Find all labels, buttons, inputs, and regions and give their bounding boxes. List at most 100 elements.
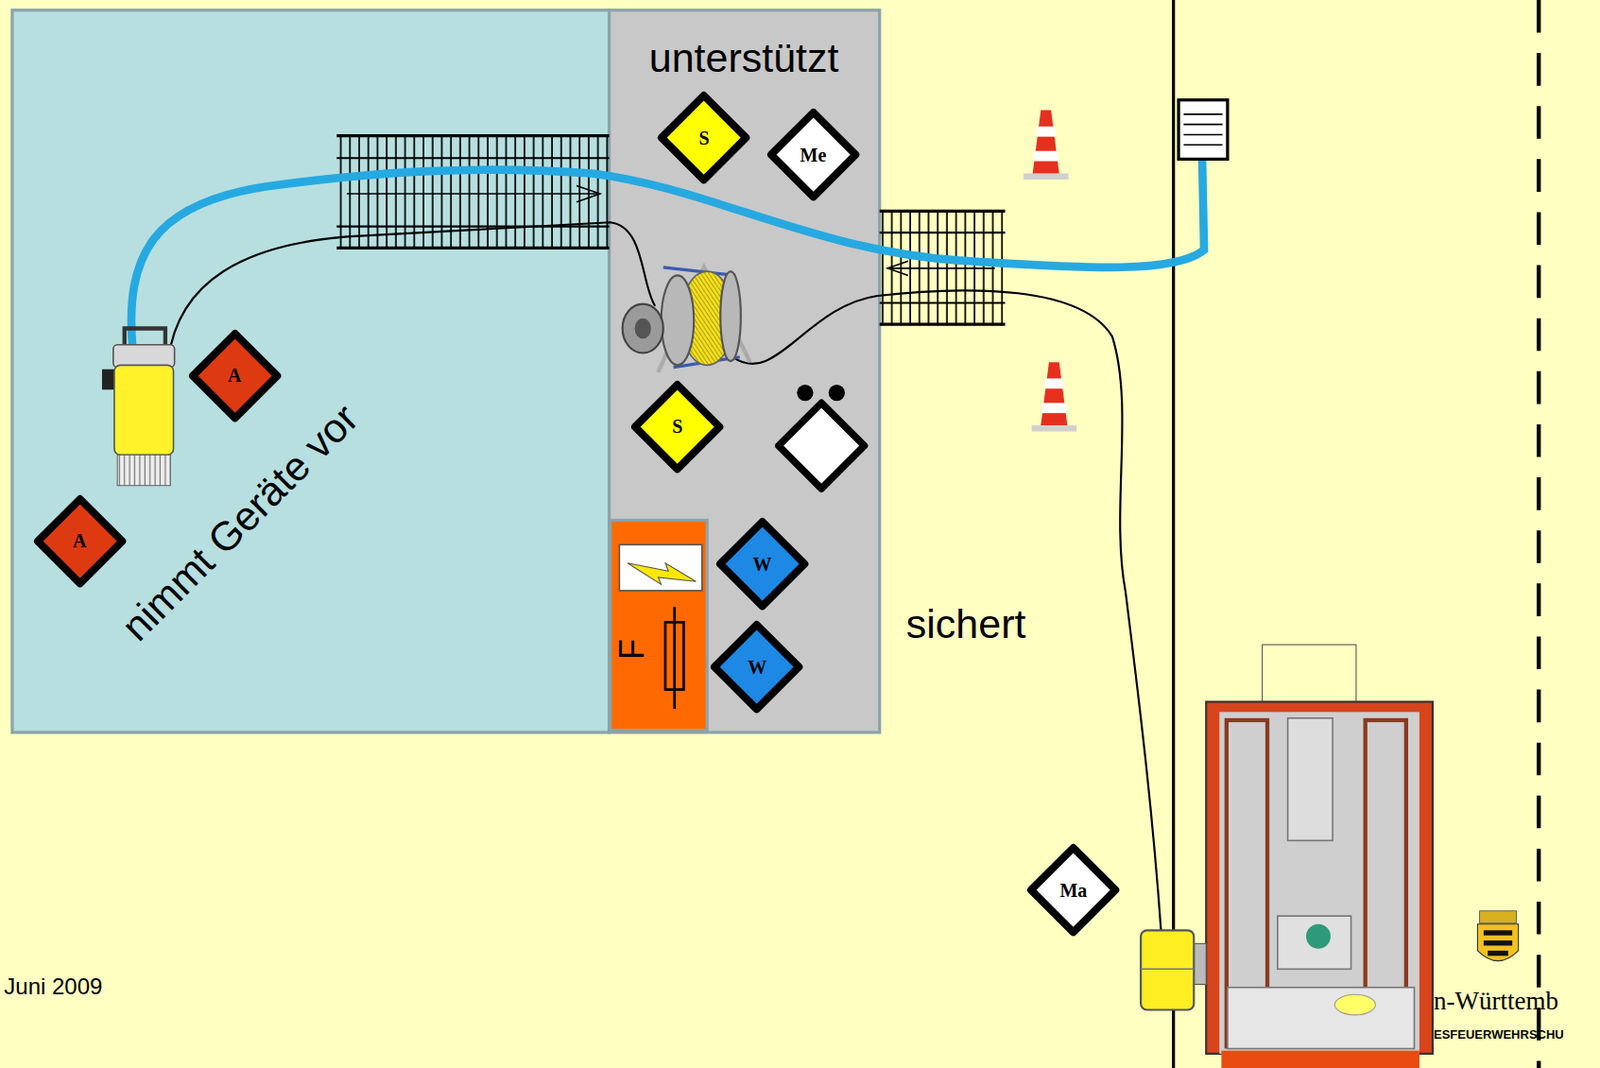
traffic-cone (1032, 110, 1060, 174)
coat-of-arms (1483, 929, 1513, 935)
generator (1140, 968, 1194, 971)
fire-truck (1205, 702, 1433, 1054)
role-diamond: Me (766, 107, 861, 202)
diamond-shape (661, 95, 746, 180)
ladder-bridge (879, 231, 1006, 234)
ground (12, 10, 610, 733)
role-diamond: Ma (1026, 843, 1120, 937)
submersible-pump (114, 364, 174, 455)
traffic-cone (1040, 361, 1067, 426)
traffic-cone (1023, 172, 1069, 179)
traffic-cone (1045, 378, 1064, 389)
cable-reel (720, 271, 741, 362)
fuse-symbol (665, 621, 684, 689)
hydrant (1178, 100, 1228, 160)
hydrant (1183, 123, 1222, 126)
support-area: unterstütztSMeSWWF (609, 10, 880, 733)
machinist-sign (778, 384, 865, 489)
traffic-cone (1023, 110, 1069, 180)
coat-of-arms (1477, 924, 1518, 962)
traffic-cone (1041, 402, 1067, 413)
role-letter: W (753, 553, 773, 575)
cable-reel (661, 275, 695, 365)
role-diamond: W (715, 516, 809, 611)
diamond-shape (714, 624, 799, 709)
ladder-bridge (336, 225, 609, 228)
ground (610, 519, 708, 730)
area-caption: F (614, 638, 653, 660)
traffic-cone (1033, 151, 1059, 162)
ladder-bridge (879, 210, 1006, 326)
role-diamond: W (709, 619, 804, 714)
coat-of-arms (1487, 950, 1509, 956)
ladder-bridge (879, 301, 1006, 304)
road-lines (1536, 0, 1541, 1068)
submersible-pump (117, 454, 171, 485)
task-label: sichert (906, 602, 1027, 647)
diamond-shape (635, 384, 720, 469)
cable-reel (622, 267, 751, 373)
coat-of-arms (1477, 911, 1518, 962)
traffic-cone (1032, 361, 1078, 431)
role-letter: A (72, 530, 87, 551)
ladder-bridge (887, 267, 995, 270)
diamond-shape (37, 498, 122, 584)
ladder-bridge (336, 246, 609, 250)
fire-truck (1221, 1050, 1419, 1068)
fire-truck (1277, 915, 1352, 969)
logo-text: ESFEUERWEHRSCHU (1433, 1028, 1565, 1042)
cable-reel (635, 318, 652, 340)
fire-truck (1183, 644, 1432, 1068)
road-lines (1173, 0, 1540, 1068)
role-letter: W (747, 656, 767, 678)
ladder-bridge (336, 134, 609, 138)
hydrant (1183, 143, 1222, 146)
ground (609, 10, 880, 733)
cable-reel (622, 304, 664, 354)
cable-reel (657, 267, 750, 373)
role-letter: S (698, 127, 709, 149)
power-cable (732, 290, 1161, 933)
work-area: nimmt Geräte vorAA (12, 10, 610, 733)
role-diamond: S (656, 90, 751, 185)
generator (1140, 929, 1194, 1010)
area-caption: nimmt Geräte vor (113, 395, 367, 650)
ladder-bridge (879, 323, 1006, 327)
fire-truck (1262, 644, 1357, 702)
electric-sign (627, 563, 696, 585)
power-cable (168, 222, 1162, 933)
role-diamond: A (33, 494, 127, 588)
role-letter: A (227, 364, 241, 386)
fire-truck (1288, 718, 1334, 842)
traffic-cone (1036, 126, 1055, 138)
hydrant (1178, 100, 1228, 160)
ladder-bridge (346, 192, 601, 195)
machinist-sign (778, 402, 865, 489)
hydrant (1183, 134, 1222, 137)
generator (1140, 929, 1194, 1010)
traffic-cone (1032, 425, 1078, 431)
fuse-symbol (665, 606, 684, 709)
fire-truck (1334, 994, 1376, 1016)
role-letter: Ma (1059, 879, 1087, 901)
road-lines (1171, 0, 1175, 1068)
ladder-bridge (336, 136, 609, 249)
diamond-shape (192, 333, 277, 418)
role-letter: Me (800, 144, 827, 166)
area-caption: unterstützt (649, 35, 840, 81)
ladder-bridge (336, 136, 609, 249)
fire-truck (1306, 924, 1331, 949)
electric-box: F (610, 520, 708, 731)
fire-truck (1219, 711, 1420, 1054)
ladder-bridge (879, 209, 1006, 213)
machinist-sign (796, 384, 813, 401)
date-note: Juni 2009 (3, 974, 103, 999)
machinist-sign (828, 384, 845, 401)
submersible-pump (102, 328, 175, 486)
coat-of-arms (1479, 911, 1517, 924)
fire-truck (1227, 987, 1415, 1050)
ladder-bridge (336, 156, 609, 159)
